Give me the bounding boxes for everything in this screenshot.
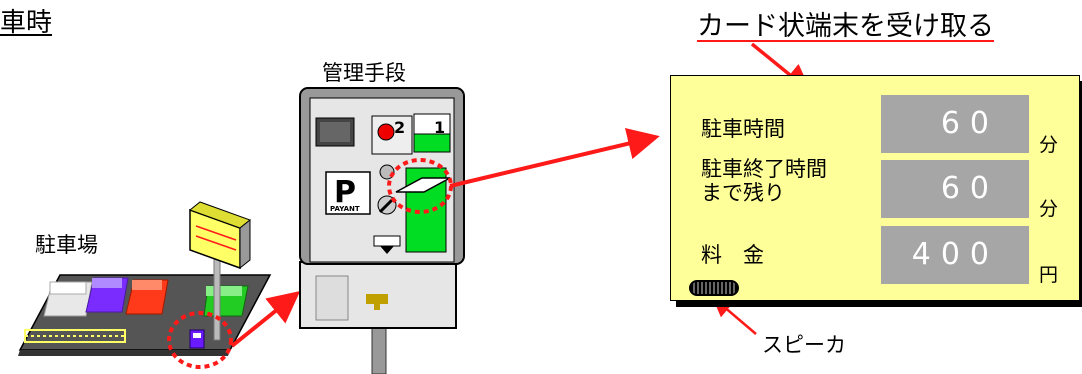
remaining-time-value: 60 — [881, 160, 1029, 218]
management-means-label: 管理手段 — [322, 61, 406, 85]
speaker-icon — [689, 280, 739, 296]
parking-time-value: 60 — [881, 95, 1029, 153]
car-red — [125, 279, 169, 315]
parking-meter-illustration — [299, 87, 465, 374]
fee-value: 400 — [881, 226, 1029, 284]
fee-unit: 円 — [1039, 264, 1059, 286]
fee-label: 料 金 — [701, 243, 764, 267]
parking-lot-label: 駐車場 — [35, 233, 98, 257]
payant-text: PAYANT — [330, 205, 360, 213]
receive-card-label: カード状端末を受け取る — [697, 11, 994, 42]
button-2-text: 2 — [394, 118, 405, 137]
remaining-time-label-line2: まで残り — [701, 181, 785, 205]
terminal-highlight-circle — [167, 311, 233, 369]
parking-time-label: 駐車時間 — [701, 117, 785, 141]
arrow-to-meter — [230, 290, 301, 348]
car-white — [43, 281, 93, 317]
card-terminal-display: 駐車時間 60 分 駐車終了時間 まで残り 60 分 料 金 400 円 — [670, 75, 1080, 301]
remaining-time-unit: 分 — [1039, 198, 1059, 220]
speaker-label: スピーカ — [762, 333, 846, 357]
car-green — [203, 285, 249, 317]
page-title-fragment: 車時 — [0, 8, 53, 38]
parking-lot-illustration — [18, 201, 272, 369]
arrow-to-panel — [449, 127, 660, 188]
arrow-speaker — [712, 296, 757, 335]
p-letter: P — [334, 175, 356, 210]
parking-time-unit: 分 — [1039, 134, 1059, 156]
button-1-text: 1 — [434, 118, 445, 137]
remaining-time-label-line1: 駐車終了時間 — [701, 157, 827, 181]
car-purple — [85, 277, 129, 313]
